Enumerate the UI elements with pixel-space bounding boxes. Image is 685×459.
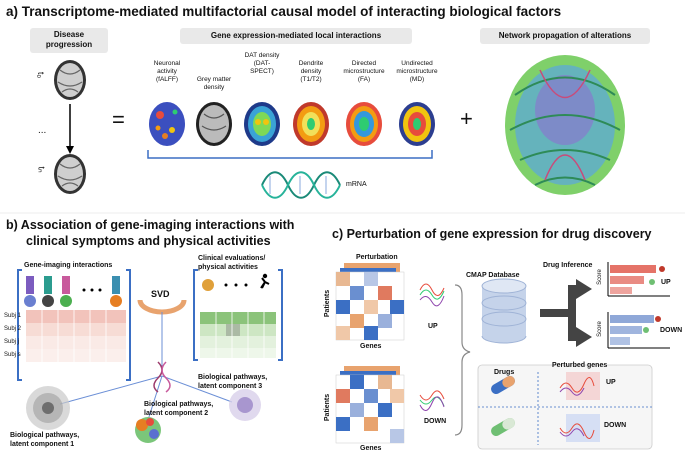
plus-sign: + (460, 106, 473, 131)
drugs-label: Drugs (494, 369, 515, 376)
brain-map-dendrite (293, 102, 329, 146)
patients-label-down: Patients (324, 393, 332, 422)
factor-label-fa: Directed microstructure (FA) (343, 60, 385, 83)
pathway-label-1-line1: Biological pathways, (10, 432, 80, 439)
mrna-label: mRNA (346, 181, 367, 188)
panel-b-title-line2: clinical symptoms and physical activitie… (26, 234, 271, 248)
factor-label-grey-matter: Grey matter density (196, 76, 232, 91)
factor-label-dat: DAT density (DAT-SPECT) (244, 52, 280, 75)
tractography-brain (505, 55, 625, 195)
pathway-label-2-line2: latent component 2 (144, 410, 209, 417)
brain-scan-tn (54, 154, 86, 194)
brain-map-falff (149, 102, 185, 146)
brain-map-grey-matter (196, 102, 232, 146)
expression-curves-down (419, 390, 445, 411)
patients-label-up: Patients (324, 289, 332, 318)
brain-map-fa (346, 102, 382, 146)
brain-map-md (399, 102, 435, 146)
cmap-database-icon (481, 278, 527, 344)
subject-label-1: Subj 1 (4, 313, 22, 319)
perturbation-heatmap-up (335, 263, 405, 341)
pathway-label-1: Biological pathways, latent component 1 (10, 431, 79, 449)
clinical-label: Clinical evaluations/ physical activitie… (198, 254, 265, 272)
expression-curves-up (419, 283, 445, 307)
clinical-matrix (200, 312, 276, 358)
panel-b-title-line1: b) Association of gene-imaging interacti… (6, 218, 295, 232)
clinical-label-line1: Clinical evaluations/ (198, 255, 266, 262)
panel-a-title: a) Transcriptome-mediated multifactorial… (6, 4, 562, 19)
down-label-drugs-box: DOWN (604, 422, 627, 429)
score-chart-up (607, 262, 670, 297)
pathway-label-2-line1: Biological pathways, (144, 401, 214, 408)
pathway-network-3 (229, 389, 261, 421)
up-label-score: UP (661, 279, 671, 286)
t0-label: t₀ (36, 71, 47, 79)
up-label-drugs-box: UP (606, 379, 616, 386)
genes-label-up: Genes (360, 343, 382, 350)
score-chart-down (607, 312, 670, 349)
tn-label: tₙ (36, 166, 47, 173)
pathway-label-2: Biological pathways, latent component 2 (144, 400, 213, 418)
factor-label-md: Undirected microstructure (MD) (396, 60, 438, 83)
subject-label-2: Subj 2 (4, 326, 22, 332)
pathway-label-1-line2: latent component 1 (10, 441, 75, 448)
down-label-score: DOWN (660, 327, 683, 334)
genes-label-down: Genes (360, 445, 382, 452)
pathway-label-3-line2: latent component 3 (198, 383, 263, 390)
up-label-heatmap: UP (428, 323, 438, 330)
disease-progression-label: Disease progression (45, 30, 93, 49)
pathway-network-1 (26, 386, 70, 430)
cmap-database-label: CMAP Database (466, 272, 520, 279)
gene-imaging-icons (24, 276, 122, 307)
subject-label-j: Subj j (4, 339, 20, 345)
gene-imaging-matrix (26, 310, 126, 362)
brain-scan-t0 (54, 60, 86, 100)
score-axis-label-up: Score (596, 269, 603, 285)
panel-c-title: c) Perturbation of gene expression for d… (332, 227, 652, 241)
drugs-box (477, 364, 653, 450)
perturbation-heatmap-down (335, 366, 405, 444)
drug-capsule-2 (491, 418, 515, 436)
score-axis-label-down: Score (596, 321, 603, 337)
svd-label: SVD (151, 289, 170, 299)
pathway-network-2 (135, 417, 161, 443)
perturbed-genes-label: Perturbed genes (552, 362, 608, 369)
drug-inference-arrow (540, 279, 592, 347)
network-propagation-title: Network propagation of alterations (498, 31, 632, 40)
pathway-label-3: Biological pathways, latent component 3 (198, 373, 267, 391)
drug-inference-label: Drug Inference (543, 262, 593, 269)
down-label-heatmap: DOWN (424, 418, 447, 425)
gene-imaging-label: Gene-imaging interactions (24, 262, 113, 269)
clinical-label-line2: physical activities (198, 264, 258, 271)
factor-label-falff: Neuronal activity (fALFF) (153, 60, 181, 83)
brain-map-dat (244, 102, 280, 146)
ellipsis-label: ... (38, 125, 47, 136)
perturbation-label: Perturbation (356, 254, 398, 261)
equals-sign: = (112, 107, 125, 132)
local-interactions-title: Gene expression-mediated local interacti… (210, 31, 382, 40)
clinical-icons (202, 273, 270, 291)
svd-operator (137, 299, 187, 315)
pathway-label-3-line1: Biological pathways, (198, 374, 268, 381)
subject-label-s: Subj s (4, 352, 21, 358)
drug-capsule-1 (491, 376, 515, 394)
dna-helix (261, 171, 341, 199)
factor-label-dendrite: Dendrite density (T1/T2) (298, 60, 324, 83)
